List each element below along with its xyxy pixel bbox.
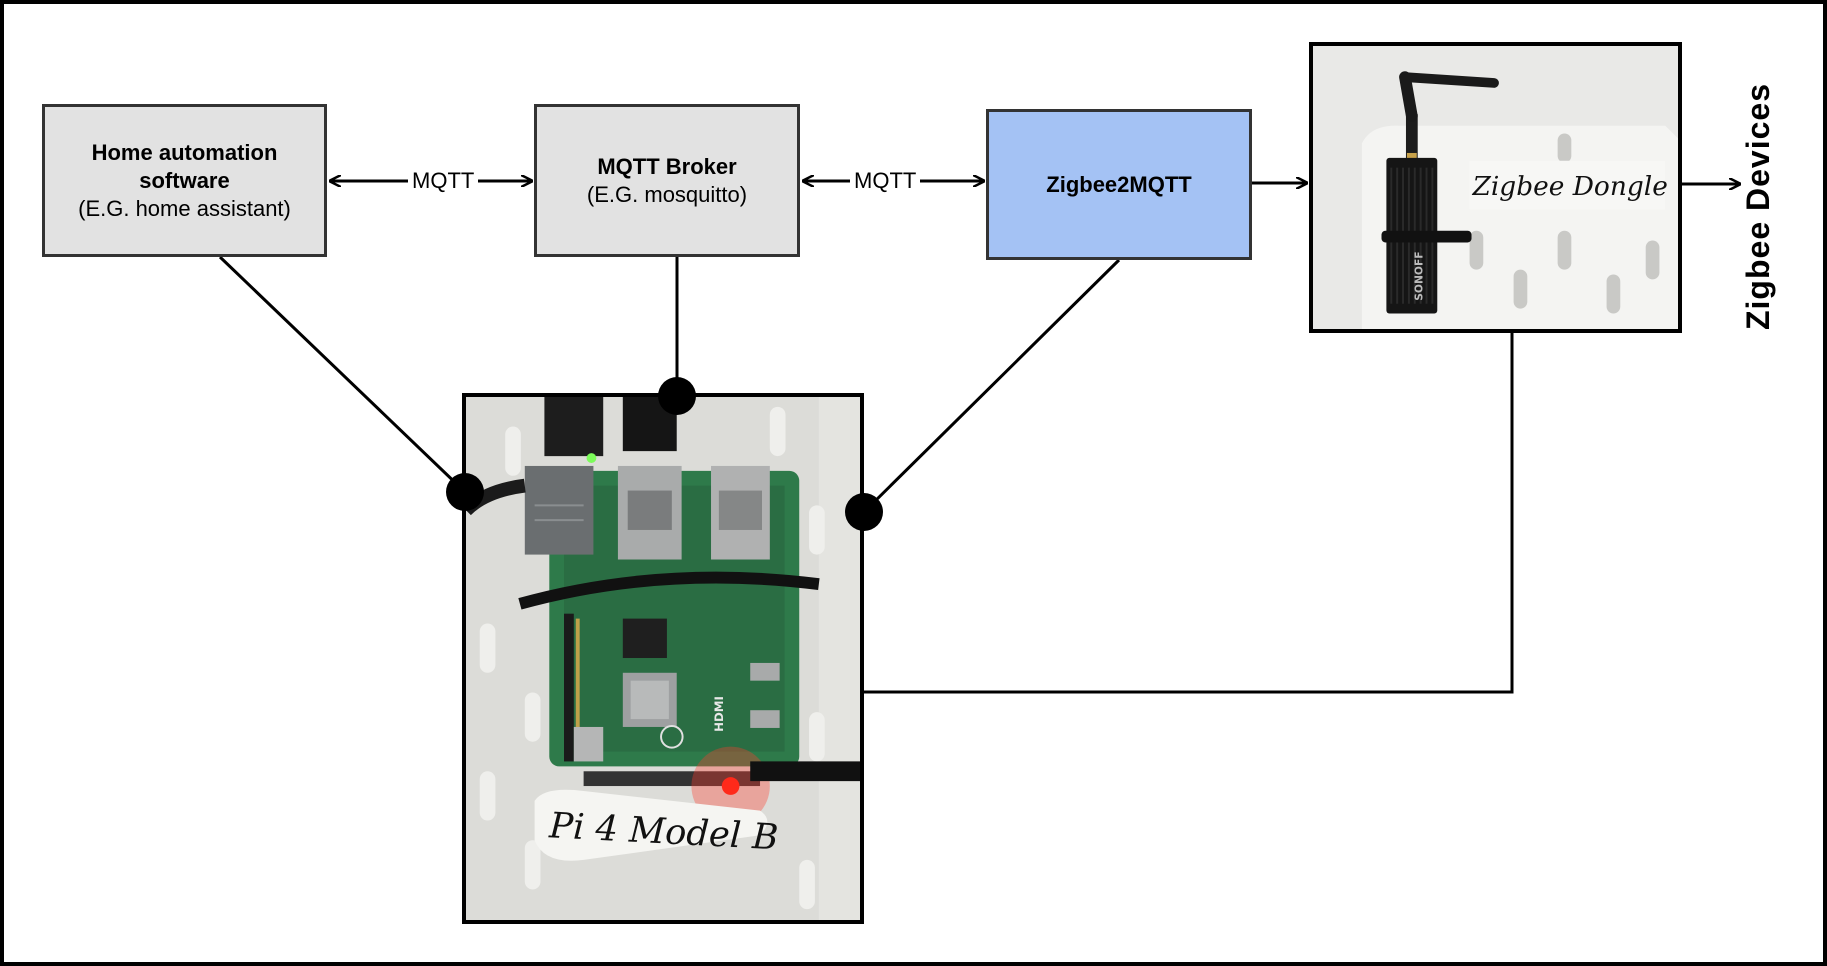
pi-port-label: HDMI bbox=[712, 696, 726, 732]
zigbee2mqtt-title: Zigbee2MQTT bbox=[1046, 171, 1192, 197]
mqtt-broker-box: MQTT Broker (E.G. mosquitto) bbox=[534, 104, 800, 257]
home-automation-title-line2: software bbox=[139, 167, 230, 193]
usb-line-dongle-pi bbox=[790, 333, 1514, 694]
home-automation-subtitle: (E.G. home assistant) bbox=[78, 195, 291, 221]
mqtt-broker-subtitle: (E.G. mosquitto) bbox=[586, 181, 748, 207]
line-ha-pi bbox=[218, 255, 467, 494]
mqtt-edge-label-1: MQTT bbox=[408, 168, 479, 194]
zigbee2mqtt-box: Zigbee2MQTT bbox=[986, 109, 1252, 260]
dongle-brand-text: SONOFF bbox=[1413, 251, 1426, 300]
raspberry-pi-photo: HDMI Pi 4 Model B bbox=[462, 393, 864, 924]
line-z2m-pi bbox=[862, 258, 1121, 514]
mqtt-edge-label-2: MQTT bbox=[850, 168, 921, 194]
zigbee-dongle-photo: SONOFF Zigbee Dongle bbox=[1309, 42, 1682, 333]
home-automation-title-line1: Home automation bbox=[91, 139, 278, 165]
dongle-label-text: Zigbee Dongle bbox=[1472, 172, 1668, 202]
home-automation-box: Home automation software (E.G. home assi… bbox=[42, 104, 327, 257]
mqtt-broker-title: MQTT Broker bbox=[597, 153, 737, 179]
zigbee-devices-label: Zigbee Devices bbox=[1740, 83, 1776, 330]
